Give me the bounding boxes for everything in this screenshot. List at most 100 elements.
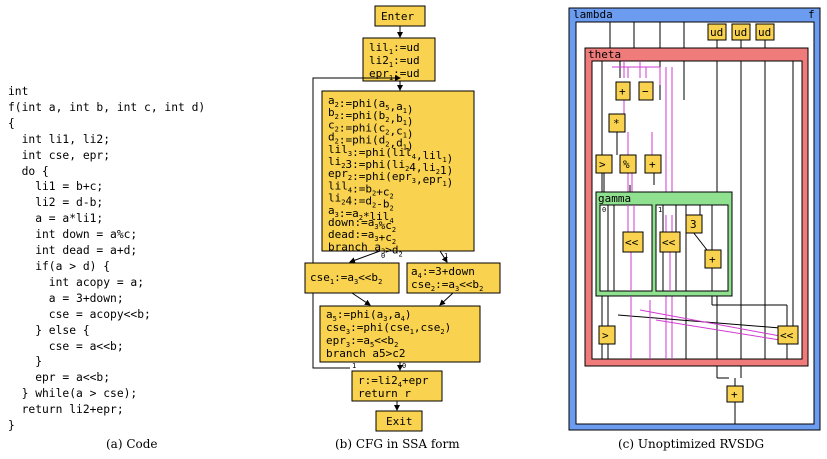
cfg-loop-line: c2:=phi(c2,c1): [328, 118, 414, 140]
cfg-loop-line: b2:=phi(b2,b1): [328, 106, 414, 128]
cfg-right-branch-line-2: cse2:=a3<<b2: [411, 278, 483, 293]
theta-mod-node: [619, 154, 637, 174]
gamma-add-op: +: [709, 253, 716, 266]
lambda-label: lambda: [573, 8, 613, 21]
code-line: do {: [8, 164, 49, 178]
theta-mod-op: %: [623, 158, 630, 171]
caption-a: (a) Code: [106, 437, 158, 451]
cfg-loop-line: a3:=a2*lil4: [328, 204, 394, 225]
code-line: a = a*li1;: [8, 212, 104, 226]
cfg-loop-line: branch a3>d2: [328, 240, 403, 258]
caption-b: (b) CFG in SSA form: [335, 437, 460, 451]
theta-minus-op: −: [642, 85, 649, 98]
ud-label-3: ud: [758, 26, 771, 39]
cfg-edge-label-0b: 0: [402, 362, 406, 370]
gamma-add-node: [704, 249, 722, 269]
cfg-loop-line: lil4:=b2+c2: [328, 179, 394, 200]
lambda-add-node: [726, 385, 744, 403]
code-line: cse = acopy<<b;: [8, 307, 151, 321]
gamma-shl-op-1: <<: [662, 236, 676, 249]
code-line: {: [8, 116, 15, 130]
cfg-exit-label: Exit: [386, 415, 413, 428]
code-line: }: [8, 355, 43, 369]
cfg-loop-line: li24:=d2-b2: [328, 192, 394, 213]
code-line: int li1, li2;: [8, 132, 111, 146]
code-line: } while(a > cse);: [8, 387, 138, 401]
cfg-merge-line-1: a5:=phi(a3,a4): [326, 308, 412, 323]
cfg-init-line-2: li21:=ud: [369, 54, 420, 69]
theta-label: theta: [588, 48, 621, 61]
gamma-branch-1-label: 1: [658, 206, 662, 214]
gamma-shl-node-0: [622, 231, 644, 253]
theta-plus-op: +: [619, 85, 626, 98]
theta-minus-node: [638, 81, 654, 101]
cfg-merge-node: [319, 305, 481, 363]
cfg-init-line-1: lil1:=ud: [369, 41, 420, 56]
cfg-return-line-1: r:=li24+epr: [358, 374, 429, 389]
theta-shl-node: [777, 325, 799, 345]
cfg-left-branch-node: [304, 262, 400, 294]
theta-mul-op: *: [613, 117, 620, 130]
cfg-diagram: Enter lil1:=ud li21:=ud epr1:=ud a2:=phi…: [304, 5, 501, 432]
code-line: if(a > d) {: [8, 259, 111, 273]
code-line: int: [8, 85, 29, 98]
source-code: int f(int a, int b, int c, int d) { int li…: [8, 84, 205, 434]
code-line: int acopy = a;: [8, 275, 145, 289]
theta-add-node: [644, 154, 662, 174]
ud-label-2: ud: [734, 26, 747, 39]
code-line: return li2+epr;: [8, 403, 124, 417]
theta-gt-op-2: >: [602, 329, 609, 342]
cfg-loop-line: epr2:=phi(epr3,epr1): [328, 167, 453, 189]
cfg-init-node: [362, 37, 436, 82]
code-line: a = 3+down;: [8, 291, 124, 305]
cfg-loop-line: li23:=phi(li24,li21): [328, 155, 453, 177]
cfg-loop-line: a2:=phi(a5,a1): [328, 94, 414, 116]
cfg-init-line-3: epr1:=ud: [369, 67, 420, 82]
cfg-right-branch-line-1: a4:=3+down: [411, 265, 475, 280]
cfg-edge-label-1b: 1: [352, 362, 356, 370]
cfg-right-branch-node: [406, 262, 501, 294]
cfg-edge-label-1a: 1: [444, 252, 448, 260]
code-line: } else {: [8, 323, 90, 337]
caption-c: (c) Unoptimized RVSDG: [618, 437, 765, 451]
theta-shl-op: <<: [780, 329, 794, 342]
code-line: li2 = d-b;: [8, 196, 104, 210]
theta-add-op: +: [649, 158, 656, 171]
code-line: cse = a<<b;: [8, 339, 124, 353]
gamma-const-node: [685, 214, 703, 234]
theta-gt-node: [595, 154, 613, 174]
cfg-loop-node: [321, 90, 475, 252]
ud-label-1: ud: [710, 26, 723, 39]
gamma-shl-op-0: <<: [625, 236, 639, 249]
cfg-exit-node: [375, 410, 423, 432]
code-line: int cse, epr;: [8, 148, 111, 162]
theta-plus-node: [615, 81, 631, 101]
cfg-return-line-2: return r: [358, 387, 411, 400]
cfg-merge-line-4: branch a5>c2: [326, 347, 405, 360]
cfg-merge-line-2: cse3:=phi(cse1,cse2): [326, 321, 451, 336]
cfg-loop-line: dead:=a3+c2: [328, 228, 396, 246]
cfg-back-edge: [312, 75, 401, 369]
lambda-add-op: +: [731, 388, 738, 401]
code-line: epr = a<<b;: [8, 371, 111, 385]
gamma-shl-node-1: [659, 231, 681, 253]
code-line: f(int a, int b, int c, int d): [8, 100, 206, 114]
code-line: int dead = a+d;: [8, 244, 138, 258]
cfg-loop-line: lil3:=phi(lil4,lil1): [328, 143, 453, 165]
gamma-label: gamma: [598, 192, 631, 205]
lambda-f-label: f: [808, 8, 815, 21]
code-line: li1 = b+c;: [8, 180, 104, 194]
theta-gt-node-2: [598, 325, 616, 345]
rvsdg-diagram: lambda f ud ud ud theta: [568, 7, 821, 431]
cfg-edge-label-0a: 0: [381, 252, 385, 260]
cfg-enter-label: Enter: [381, 10, 414, 23]
cfg-left-branch-text: cse1:=a3<<b2: [310, 271, 382, 286]
cfg-merge-line-3: epr3:=a5<<b2: [326, 334, 398, 349]
theta-gt-op: >: [599, 158, 606, 171]
code-line: }: [8, 419, 15, 433]
cfg-loop-lines: a2:=phi(a5,a1)b2:=phi(b2,b1)c2:=phi(c2,c…: [328, 94, 453, 258]
cfg-loop-line: down:=a3%c2: [328, 216, 396, 234]
cfg-loop-line: d2:=phi(d2,d1): [328, 131, 414, 153]
gamma-branch-0-label: 0: [602, 206, 606, 214]
